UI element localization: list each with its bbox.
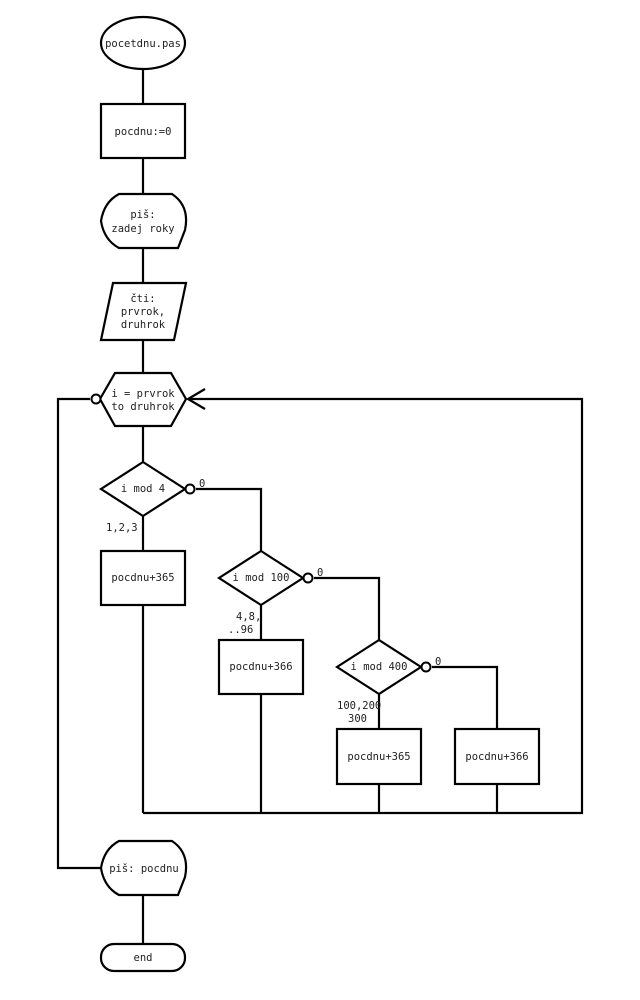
connectors bbox=[56, 69, 584, 944]
node-mod4-label: i mod 4 bbox=[121, 483, 165, 495]
mod4-nonzero-label: 1,2,3 bbox=[106, 522, 138, 534]
node-add365a: pocdnu+365 bbox=[99, 549, 187, 607]
node-loop: i = prvrok to druhrok bbox=[90, 371, 188, 428]
mod100-zero-connector bbox=[302, 572, 314, 584]
node-start-label: pocetdnu.pas bbox=[105, 38, 181, 50]
node-add366b-label: pocdnu+366 bbox=[465, 751, 528, 763]
node-output-label: piš: pocdnu bbox=[109, 863, 179, 875]
node-prompt: piš: zadej roky bbox=[99, 192, 188, 250]
mod100-nonzero-label-2: ..96 bbox=[228, 624, 253, 636]
node-read-line-3: druhrok bbox=[121, 319, 166, 331]
node-add366a: pocdnu+366 bbox=[217, 638, 305, 696]
node-add366b: pocdnu+366 bbox=[453, 727, 541, 786]
edge-loop-back bbox=[143, 397, 584, 815]
node-end-label: end bbox=[134, 952, 153, 964]
node-mod100-label: i mod 100 bbox=[233, 572, 290, 584]
node-add365a-label: pocdnu+365 bbox=[111, 572, 174, 584]
node-mod400-label: i mod 400 bbox=[351, 661, 408, 673]
edge-mod400-add366b bbox=[432, 665, 499, 729]
node-prompt-line-2: zadej roky bbox=[111, 223, 174, 235]
mod400-nonzero-label-2: 300 bbox=[348, 713, 367, 725]
node-add365b: pocdnu+365 bbox=[335, 727, 423, 786]
node-output: piš: pocdnu bbox=[99, 839, 188, 897]
node-prompt-line-1: piš: bbox=[130, 209, 155, 221]
node-mod100: i mod 100 0 4,8, ..96 bbox=[216, 549, 323, 636]
mod400-zero-connector bbox=[420, 661, 432, 673]
node-end: end bbox=[99, 942, 187, 973]
mod4-zero-label: 0 bbox=[199, 478, 205, 490]
node-add366a-label: pocdnu+366 bbox=[229, 661, 292, 673]
mod100-nonzero-label-1: 4,8, bbox=[236, 611, 261, 623]
edge-mod100-mod400 bbox=[314, 576, 381, 640]
node-read-line-2: prvrok, bbox=[121, 306, 165, 318]
node-add365b-label: pocdnu+365 bbox=[347, 751, 410, 763]
mod400-nonzero-label-1: 100,200 bbox=[337, 700, 381, 712]
mod100-zero-label: 0 bbox=[317, 567, 323, 579]
node-read-line-1: čti: bbox=[130, 293, 155, 305]
node-start: pocetdnu.pas bbox=[99, 15, 187, 71]
node-loop-line-1: i = prvrok bbox=[111, 388, 175, 400]
edge-loop-exit bbox=[56, 397, 100, 870]
loop-exit-connector bbox=[90, 393, 102, 405]
node-init-label: pocdnu:=0 bbox=[115, 126, 172, 138]
node-mod400: i mod 400 0 100,200 300 bbox=[334, 638, 441, 725]
loop-back-arrowhead bbox=[185, 388, 206, 410]
node-read: čti: prvrok, druhrok bbox=[99, 281, 188, 342]
mod4-zero-connector bbox=[184, 483, 196, 495]
node-mod4: i mod 4 0 1,2,3 bbox=[98, 460, 205, 534]
node-loop-line-2: to druhrok bbox=[111, 401, 175, 413]
node-init: pocdnu:=0 bbox=[99, 102, 187, 160]
mod400-zero-label: 0 bbox=[435, 656, 441, 668]
edge-mod4-mod100 bbox=[196, 487, 263, 551]
